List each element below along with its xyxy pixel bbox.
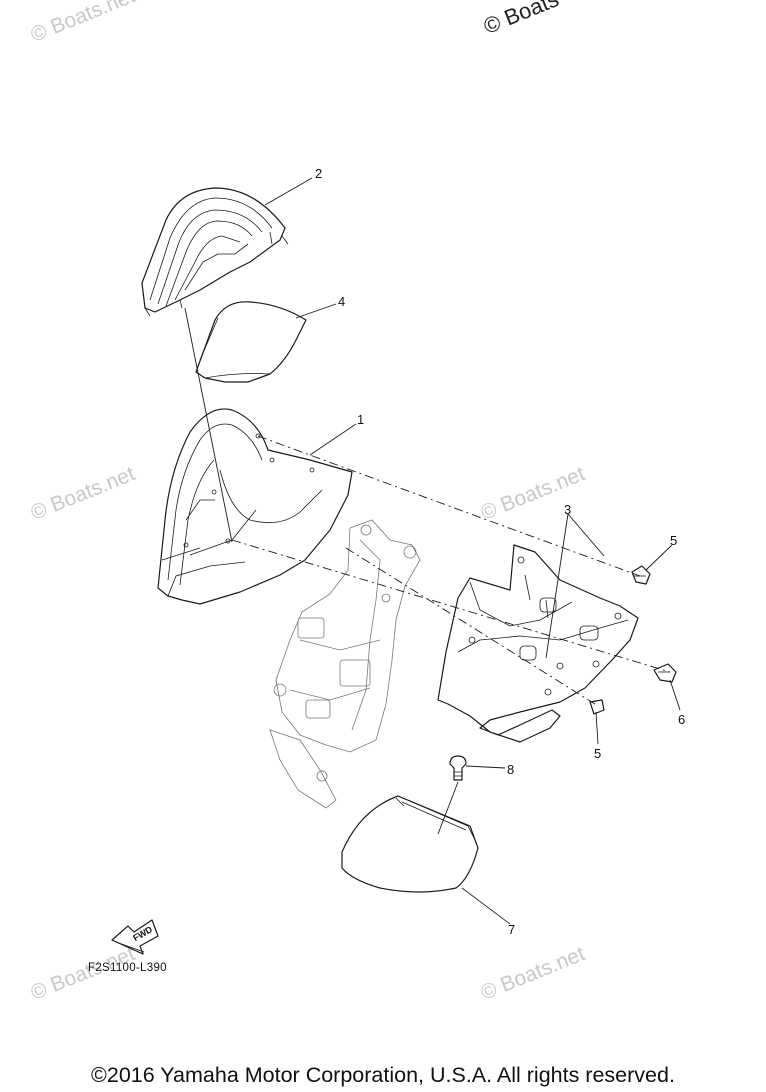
part-7-meter-cover	[341, 795, 479, 893]
callout-label: 4	[338, 294, 345, 309]
assembly-center-lines	[184, 307, 671, 835]
callout-label: 7	[508, 922, 515, 937]
callout-label: 6	[678, 712, 685, 727]
part-1-front-cover	[157, 408, 353, 605]
drawing-code: F2S1100-L390	[88, 962, 167, 974]
part-8-screw	[449, 755, 467, 781]
callout-label: 5	[594, 746, 601, 761]
callout-numbers: 2 4 1 3 5 5 6 7 8	[315, 166, 685, 937]
part-5-screw-lower	[589, 699, 605, 715]
part-3-lower-cover	[437, 544, 639, 743]
part-2-upper-cover	[141, 187, 289, 317]
callout-label: 1	[357, 412, 364, 427]
callout-label: 3	[564, 502, 571, 517]
callout-leaders	[264, 177, 681, 925]
callout-label: 5	[670, 533, 677, 548]
fwd-arrow-icon: FWD	[111, 919, 159, 955]
part-6-screw	[653, 663, 677, 683]
callout-label: 2	[315, 166, 322, 181]
part-4-inner-panel	[195, 301, 307, 383]
copyright-notice: ©2016 Yamaha Motor Corporation, U.S.A. A…	[91, 1063, 675, 1087]
steering-frame-assembly	[269, 519, 421, 809]
callout-label: 8	[507, 762, 514, 777]
